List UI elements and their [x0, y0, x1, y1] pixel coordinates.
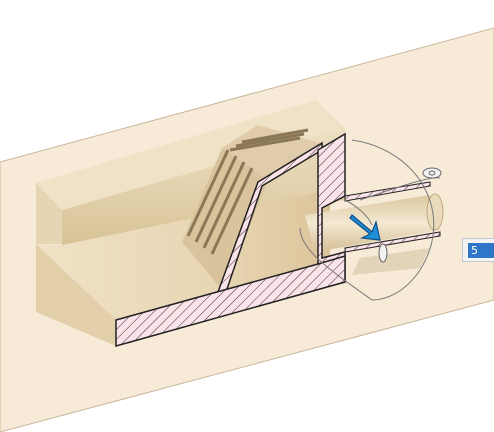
screen-face: [182, 148, 268, 292]
left-wall-top: [36, 100, 345, 210]
section-pipe-top: [344, 181, 431, 202]
chamber-floor: [36, 190, 330, 320]
outlet-pipe: [305, 195, 440, 252]
gizmo-handle-top-dot: [428, 170, 436, 176]
gizmo-handle-top[interactable]: [422, 167, 442, 179]
section-base-slab: [115, 254, 346, 347]
dimension-value-input[interactable]: [468, 243, 494, 258]
left-wall-face: [36, 183, 62, 244]
base-slab-left-face: [36, 244, 116, 346]
arrow-down-right-icon[interactable]: [349, 214, 381, 241]
pipe-shadow: [352, 248, 430, 275]
gizmo-handle-side[interactable]: [378, 243, 388, 263]
screen-louvers: [186, 128, 309, 255]
section-pipe-bottom: [344, 231, 441, 253]
dimension-input-box[interactable]: [462, 238, 494, 262]
